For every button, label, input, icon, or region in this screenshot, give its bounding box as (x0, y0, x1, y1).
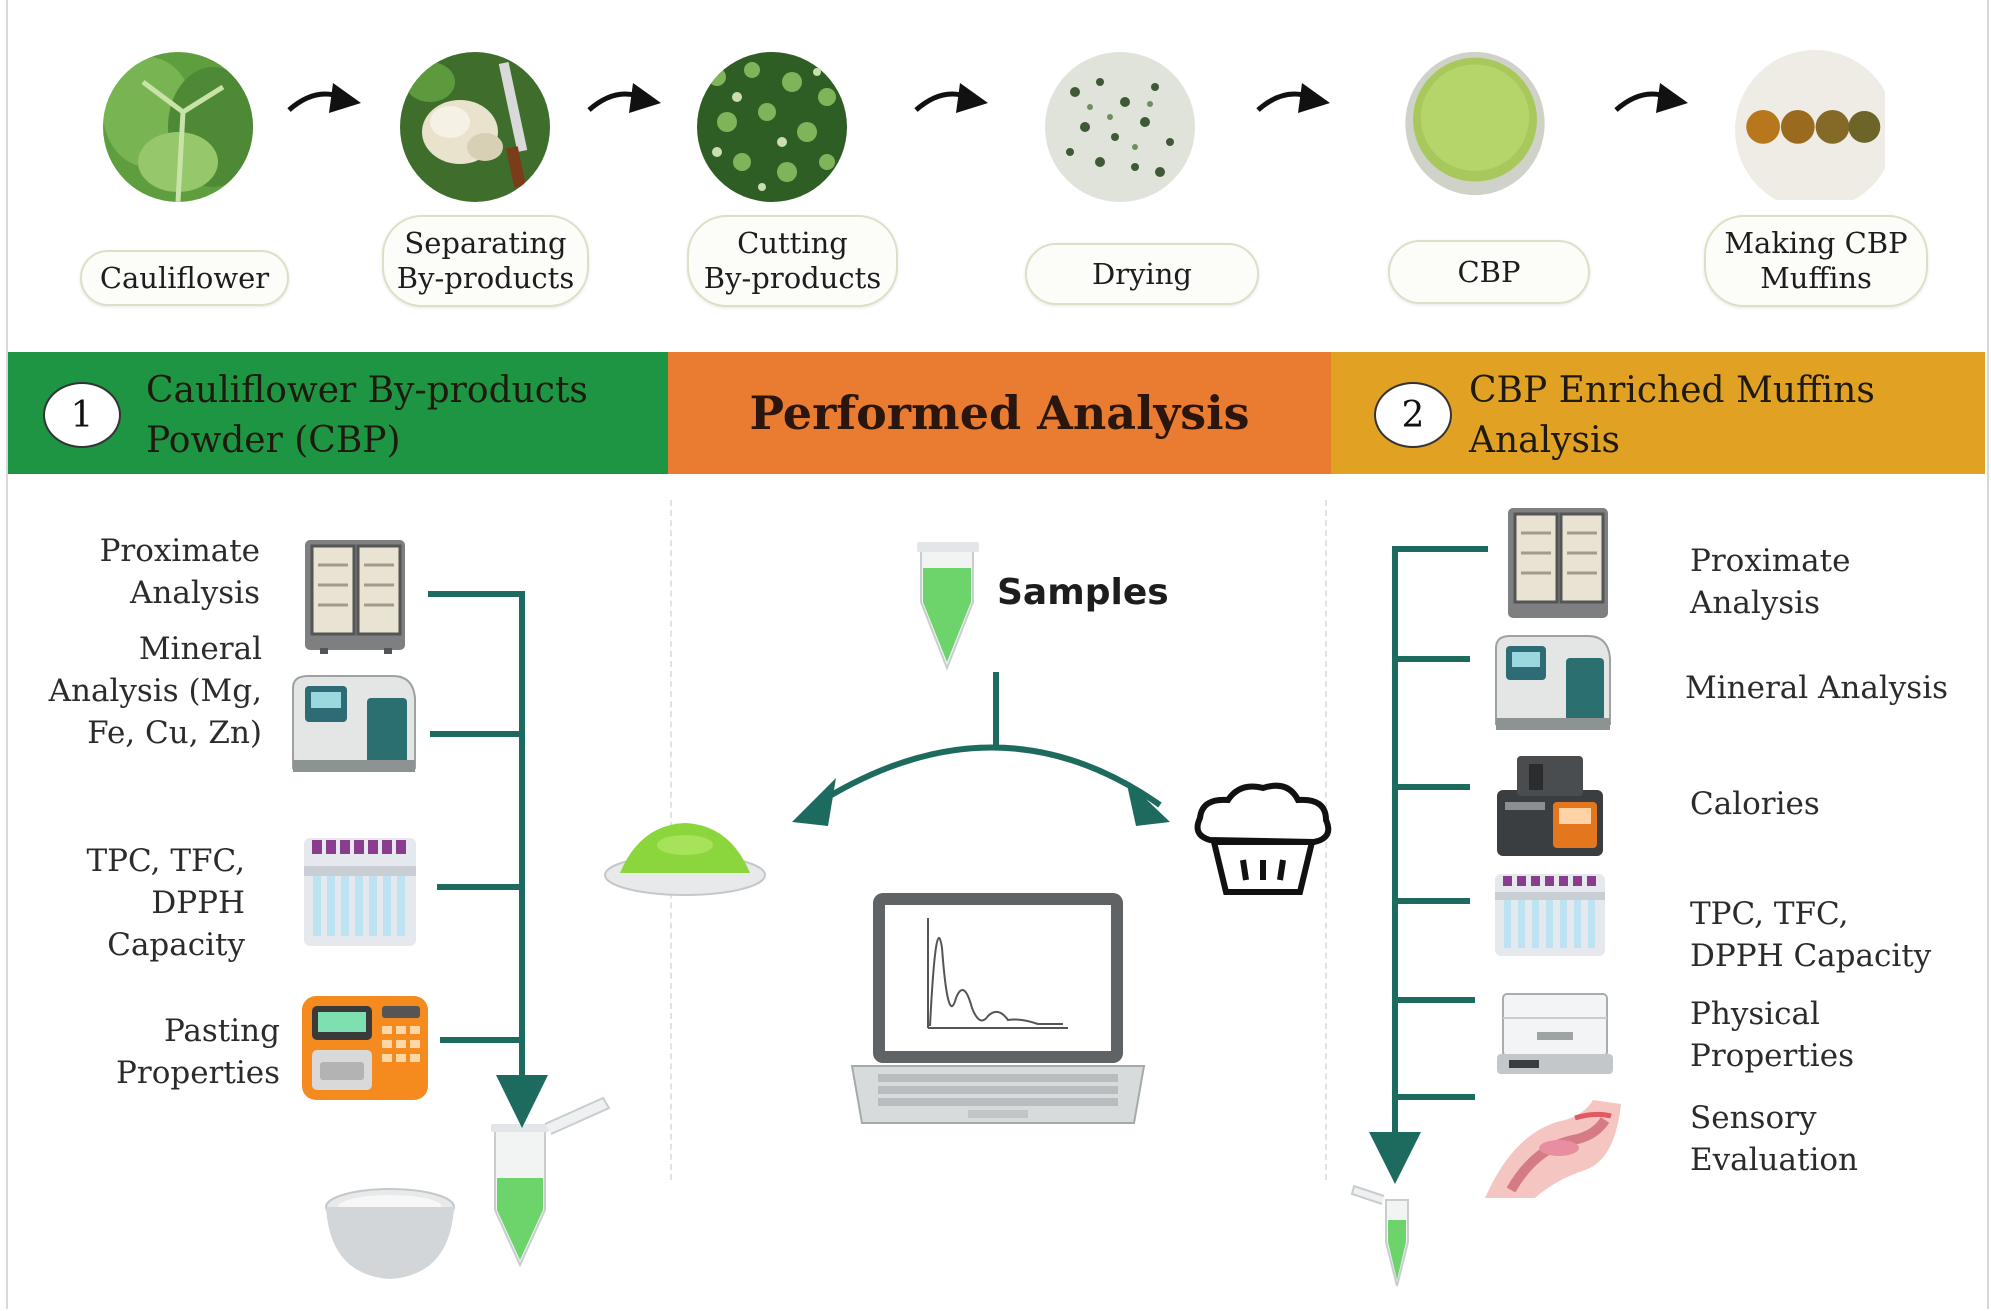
left-label-mineral: Mineral Analysis (Mg, Fe, Cu, Zn) (48, 631, 262, 751)
right-label-calories: Calories (1690, 786, 1820, 822)
oven-icon (305, 540, 405, 654)
right-label-proximate: Proximate Analysis (1690, 543, 1851, 621)
drying-photo (1045, 52, 1195, 202)
calorimeter-icon (1497, 756, 1603, 856)
left-label-proximate: Proximate Analysis (99, 533, 260, 611)
right-label-sensory: Sensory Evaluation (1690, 1100, 1858, 1178)
separating-photo (400, 52, 550, 202)
step-arrow-3 (914, 83, 988, 113)
powder-plate-icon (604, 823, 766, 896)
spectrometer-icon (1495, 635, 1611, 730)
section-title-performed-analysis: Performed Analysis (749, 386, 1250, 440)
right-label-physical: Physical Properties (1690, 996, 1854, 1074)
right-tube-icon (1350, 1184, 1409, 1287)
section-number-1: 1 (43, 382, 121, 448)
left-label-tpc: TPC, TFC, DPPH Capacity (86, 843, 245, 963)
section-title-cbp: Cauliflower By-products Powder (CBP) (146, 370, 588, 461)
tube-icon (491, 1096, 611, 1268)
step-pill-cauliflower: Cauliflower (80, 250, 289, 306)
bowl-icon (325, 1188, 455, 1279)
diagram-frame (6, 0, 1989, 1309)
balance-icon (1497, 993, 1613, 1074)
banner-center (668, 352, 1331, 474)
step-pill-separating: Separating By-products (382, 215, 589, 307)
section-title-muffins: CBP Enriched Muffins Analysis (1469, 370, 1875, 461)
test-tubes-icon (304, 838, 416, 946)
step-arrow-2 (587, 83, 661, 113)
spectrometer-icon (292, 675, 416, 772)
laptop-icon (850, 893, 1146, 1124)
cutting-photo (697, 52, 847, 202)
sample-tube-icon (917, 542, 979, 671)
test-tubes-icon (1495, 874, 1605, 956)
muffin-icon (1194, 782, 1332, 895)
taste-icon (1485, 1100, 1621, 1198)
viscometer-icon (302, 996, 428, 1100)
section-number-2: 2 (1374, 382, 1452, 448)
cauliflower-photo (103, 52, 253, 202)
step-arrow-4 (1256, 83, 1330, 113)
step-arrow-1 (287, 83, 361, 113)
step-pill-cbp: CBP (1388, 240, 1590, 304)
right-label-tpc: TPC, TFC, DPPH Capacity (1690, 896, 1932, 974)
step-pill-muffins: Making CBP Muffins (1704, 215, 1928, 307)
left-label-pasting: Pasting Properties (116, 1013, 280, 1091)
step-arrow-5 (1614, 83, 1688, 113)
cbp-powder-photo (1400, 48, 1550, 203)
step-pill-cutting: Cutting By-products (687, 215, 898, 307)
samples-label: Samples (997, 572, 1169, 613)
oven-icon (1508, 508, 1608, 618)
right-label-mineral: Mineral Analysis (1685, 670, 1949, 706)
step-pill-drying: Drying (1025, 243, 1259, 305)
muffins-photo (1735, 50, 1895, 210)
